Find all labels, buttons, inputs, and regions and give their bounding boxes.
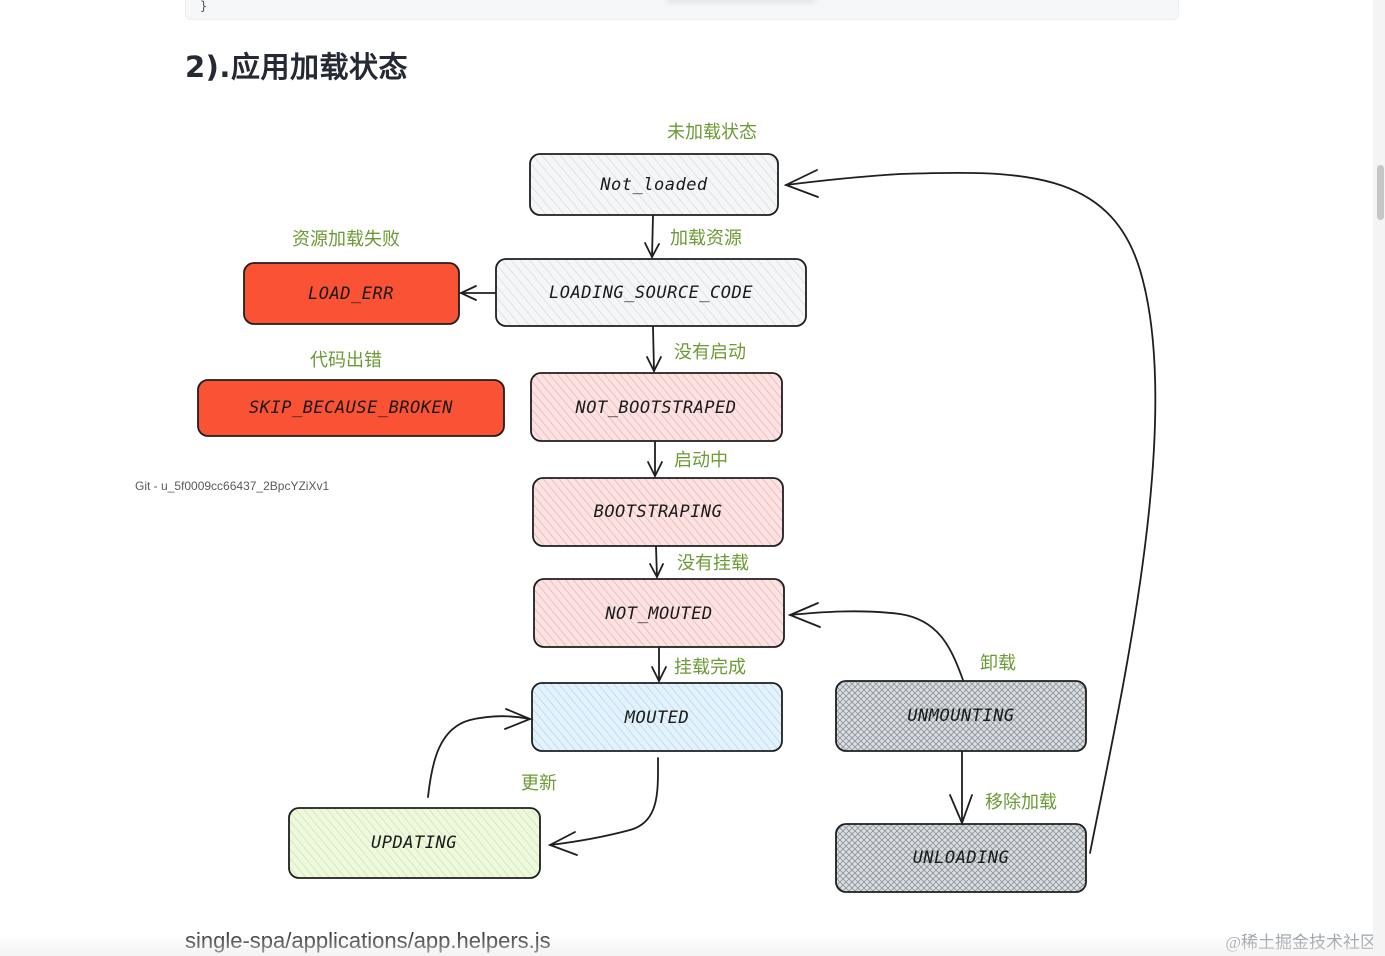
label-not-mounted: 没有挂载 xyxy=(677,553,749,574)
node-mouted: MOUTED xyxy=(531,682,783,752)
arrow-not-bootstraped-to-bootstraping xyxy=(647,441,663,479)
node-updating: UPDATING xyxy=(288,807,541,879)
arrow-not-mouted-to-mouted xyxy=(651,647,667,684)
node-not-mouted: NOT_MOUTED xyxy=(533,578,785,648)
node-label: NOT_MOUTED xyxy=(604,604,712,624)
node-label: BOOTSTRAPING xyxy=(594,502,723,522)
node-unmounting: UNMOUNTING xyxy=(835,680,1087,752)
arrow-loading-to-load-err xyxy=(458,285,496,301)
node-label: SKIP_BECAUSE_BROKEN xyxy=(249,398,453,418)
node-loading-source-code: LOADING_SOURCE_CODE xyxy=(495,258,807,327)
scrollbar-thumb[interactable] xyxy=(1377,165,1384,220)
label-unloaded-state: 未加载状态 xyxy=(667,122,757,143)
node-load-err: LOAD_ERR xyxy=(243,262,460,325)
section-heading: 2).应用加载状态 xyxy=(185,50,408,84)
label-unmount: 卸载 xyxy=(980,653,1016,674)
arrow-loading-to-not-bootstraped xyxy=(646,326,662,374)
label-not-started: 没有启动 xyxy=(674,342,746,363)
arrow-bootstraping-to-not-mouted xyxy=(649,546,664,580)
node-label: UNLOADING xyxy=(913,848,1010,868)
label-load-resource: 加载资源 xyxy=(670,228,742,249)
node-label: LOAD_ERR xyxy=(308,284,394,304)
scrollbar-track[interactable] xyxy=(1373,0,1385,956)
node-not-loaded: Not_loaded xyxy=(529,153,779,216)
arrow-unmounting-to-not-mouted xyxy=(787,602,964,681)
code-block-top: } xyxy=(185,0,1179,20)
site-watermark: @稀土掘金技术社区 xyxy=(1225,933,1377,952)
label-code-error: 代码出错 xyxy=(310,350,382,371)
label-starting: 启动中 xyxy=(674,450,728,471)
node-bootstraping: BOOTSTRAPING xyxy=(532,477,784,547)
node-label: LOADING_SOURCE_CODE xyxy=(549,283,753,303)
arrow-unloading-to-not-loaded xyxy=(783,169,1157,854)
label-mount-complete: 挂载完成 xyxy=(674,657,746,678)
node-skip-because-broken: SKIP_BECAUSE_BROKEN xyxy=(197,379,505,437)
node-label: UPDATING xyxy=(371,833,457,853)
source-file-path: single-spa/applications/app.helpers.js xyxy=(185,928,551,953)
node-label: NOT_BOOTSTRAPED xyxy=(574,398,736,418)
git-watermark: Git - u_5f0009cc66437_2BpcYZiXv1 xyxy=(135,479,330,493)
node-label: UNMOUNTING xyxy=(907,706,1014,726)
label-update: 更新 xyxy=(521,773,557,794)
toolbar-shadow xyxy=(666,0,816,3)
arrow-not-loaded-to-loading xyxy=(644,215,660,259)
arrow-unmounting-to-unloading xyxy=(949,751,973,826)
node-label: MOUTED xyxy=(624,708,689,728)
node-label: Not_loaded xyxy=(599,175,708,195)
code-block-mark: } xyxy=(200,0,208,13)
arrow-updating-to-mouted xyxy=(427,708,533,798)
node-unloading: UNLOADING xyxy=(835,823,1087,893)
label-resource-load-failed: 资源加载失败 xyxy=(292,229,400,250)
label-remove-load: 移除加载 xyxy=(985,792,1057,813)
arrow-mouted-to-updating xyxy=(547,757,659,856)
node-not-bootstraped: NOT_BOOTSTRAPED xyxy=(530,372,783,442)
